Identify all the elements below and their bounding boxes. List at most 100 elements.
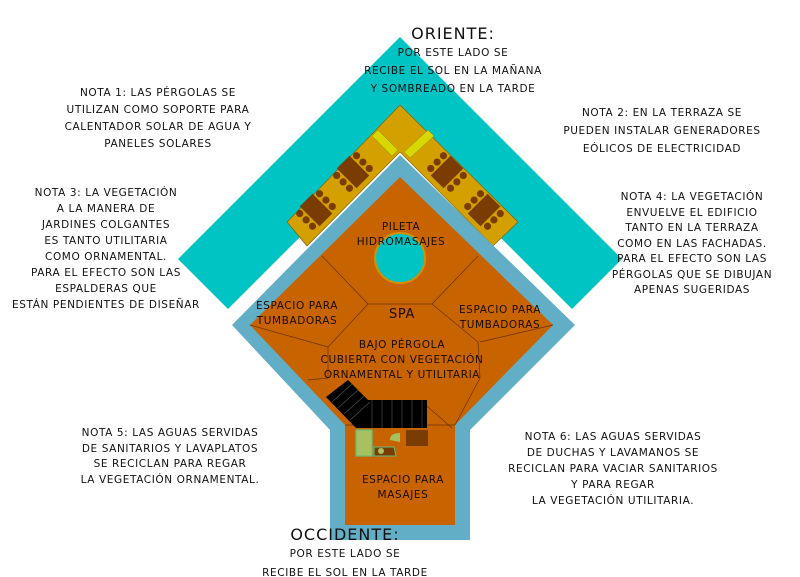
note-line: LA VEGETACIÓN UTILITARIA. xyxy=(531,495,695,507)
hydromassage-pool xyxy=(374,232,426,284)
note-line: ESPALDERAS QUE xyxy=(55,283,157,295)
label-line: BAJO PÉRGOLA xyxy=(358,339,446,351)
occident-line: POR ESTE LADO SE xyxy=(289,548,401,560)
note-line: A LA MANERA DE xyxy=(56,203,156,215)
chair xyxy=(359,158,367,166)
note-1: NOTA 1: LAS PÉRGOLAS SE UTILIZAN COMO SO… xyxy=(65,85,252,153)
note-line: EÓLICOS DE ELECTRICIDAD xyxy=(582,143,742,155)
note-line: CALENTADOR SOLAR DE AGUA Y xyxy=(64,121,252,133)
label-line: ESPACIO PARA xyxy=(458,304,542,316)
note-line: NOTA 1: LAS PÉRGOLAS SE xyxy=(79,87,237,99)
note-line: NOTA 6: LAS AGUAS SERVIDAS xyxy=(524,431,702,443)
chair xyxy=(446,184,455,192)
note-line: TANTO EN LA TERRAZA xyxy=(625,222,759,234)
note-line: PARA EL EFECTO SON LAS xyxy=(617,253,767,265)
note-line: APENAS SUGERIDAS xyxy=(633,284,751,296)
label-line: PILETA xyxy=(381,221,421,233)
note-2: NOTA 2: EN LA TERRAZA SE PUEDEN INSTALAR… xyxy=(563,104,760,158)
note-line: PARA EL EFECTO SON LAS xyxy=(31,267,181,279)
chair xyxy=(476,190,485,198)
chair xyxy=(490,216,498,224)
chair xyxy=(296,209,304,218)
label-lounge-right: ESPACIO PARA TUMBADORAS xyxy=(459,303,541,333)
table xyxy=(336,155,370,189)
table xyxy=(299,193,333,227)
orient-caption: ORIENTE: POR ESTE LADO SE RECIBE EL SOL … xyxy=(364,24,542,98)
label-line: ESPACIO PARA xyxy=(255,300,339,312)
chair xyxy=(315,190,324,198)
chair xyxy=(302,216,310,224)
chair xyxy=(496,209,504,218)
chair xyxy=(470,196,478,204)
note-line: COMO EN LAS FACHADAS. xyxy=(617,237,767,250)
note-line: SE RECICLAN PARA REGAR xyxy=(93,458,247,470)
note-line: ENVUELVE EL EDIFICIO xyxy=(626,206,758,219)
note-6: NOTA 6: LAS AGUAS SERVIDAS DE DUCHAS Y L… xyxy=(508,429,718,509)
note-5: NOTA 5: LAS AGUAS SERVIDAS DE SANITARIOS… xyxy=(81,426,260,488)
chair xyxy=(352,152,361,160)
label-line: CUBIERTA CON VEGETACIÓN xyxy=(320,354,484,366)
chair xyxy=(464,202,472,211)
chair xyxy=(328,202,336,211)
chair xyxy=(433,158,441,166)
note-line: PÉRGOLAS QUE SE DIBUJAN xyxy=(611,268,773,281)
label-line: ESPACIO PARA xyxy=(361,474,445,486)
occident-caption: OCCIDENTE: POR ESTE LADO SE RECIBE EL SO… xyxy=(262,525,428,577)
note-line: NOTA 2: EN LA TERRAZA SE xyxy=(581,107,743,119)
occident-line: RECIBE EL SOL EN LA TARDE xyxy=(262,567,428,577)
label-line: TUMBADORAS xyxy=(459,319,541,331)
orient-title: ORIENTE: xyxy=(411,24,495,43)
label-line: ORNAMENTAL Y UTILITARIA xyxy=(323,369,481,381)
note-4: NOTA 4: LA VEGETACIÓN ENVUELVE EL EDIFIC… xyxy=(612,190,772,299)
chair xyxy=(439,152,448,160)
label-pergola: BAJO PÉRGOLA CUBIERTA CON VEGETACIÓN ORN… xyxy=(321,338,484,383)
label-spa: SPA xyxy=(389,307,415,322)
table xyxy=(430,155,464,189)
note-line: ES TANTO UTILITARIA xyxy=(44,235,168,247)
label-line: HIDROMASAJES xyxy=(356,236,446,248)
chair xyxy=(483,222,492,230)
label-massage: ESPACIO PARA MASAJES xyxy=(362,473,444,503)
chair xyxy=(322,196,330,204)
solar-panels xyxy=(371,129,435,159)
table-with-chairs xyxy=(427,152,467,192)
note-line: NOTA 5: LAS AGUAS SERVIDAS xyxy=(81,427,259,439)
building-floor xyxy=(250,177,553,525)
note-line: PUEDEN INSTALAR GENERADORES xyxy=(563,125,761,137)
chair xyxy=(459,171,467,180)
occident-title: OCCIDENTE: xyxy=(290,525,400,544)
note-line: COMO ORNAMENTAL. xyxy=(45,251,167,263)
note-line: DE DUCHAS Y LAVAMANOS SE xyxy=(526,447,700,459)
note-line: ESTÁN PENDIENTES DE DISEÑAR xyxy=(12,299,200,311)
chair xyxy=(333,171,341,180)
orient-line: POR ESTE LADO SE xyxy=(397,47,509,59)
bathroom xyxy=(355,429,428,457)
label-pool: PILETA HIDROMASAJES xyxy=(357,220,446,250)
orient-line: Y SOMBREADO EN LA TARDE xyxy=(370,83,536,95)
note-line: PANELES SOLARES xyxy=(104,138,212,150)
note-line: JARDINES COLGANTES xyxy=(41,219,171,231)
note-line: RECICLAN PARA VACIAR SANITARIOS xyxy=(508,463,718,475)
note-line: LA VEGETACIÓN ORNAMENTAL. xyxy=(80,473,260,486)
table-with-chairs xyxy=(296,190,336,230)
orient-line: RECIBE EL SOL EN LA MAÑANA xyxy=(364,65,542,77)
chair xyxy=(427,164,435,173)
note-line: Y PARA REGAR xyxy=(571,479,655,491)
pergola-area xyxy=(286,104,519,247)
table-with-chairs xyxy=(333,152,373,192)
chair xyxy=(365,164,373,173)
chair xyxy=(308,222,317,230)
label-lounge-left: ESPACIO PARA TUMBADORAS xyxy=(256,299,338,329)
note-line: DE SANITARIOS Y LAVAPLATOS xyxy=(81,442,259,455)
label-line: TUMBADORAS xyxy=(256,315,338,327)
label-line: MASAJES xyxy=(377,489,429,501)
table xyxy=(467,193,501,227)
note-line: UTILIZAN COMO SOPORTE PARA xyxy=(66,104,250,116)
staircase xyxy=(326,380,427,428)
table-with-chairs xyxy=(464,190,504,230)
vegetation-terrace xyxy=(178,37,622,309)
chair xyxy=(345,184,354,192)
chair xyxy=(453,178,461,186)
